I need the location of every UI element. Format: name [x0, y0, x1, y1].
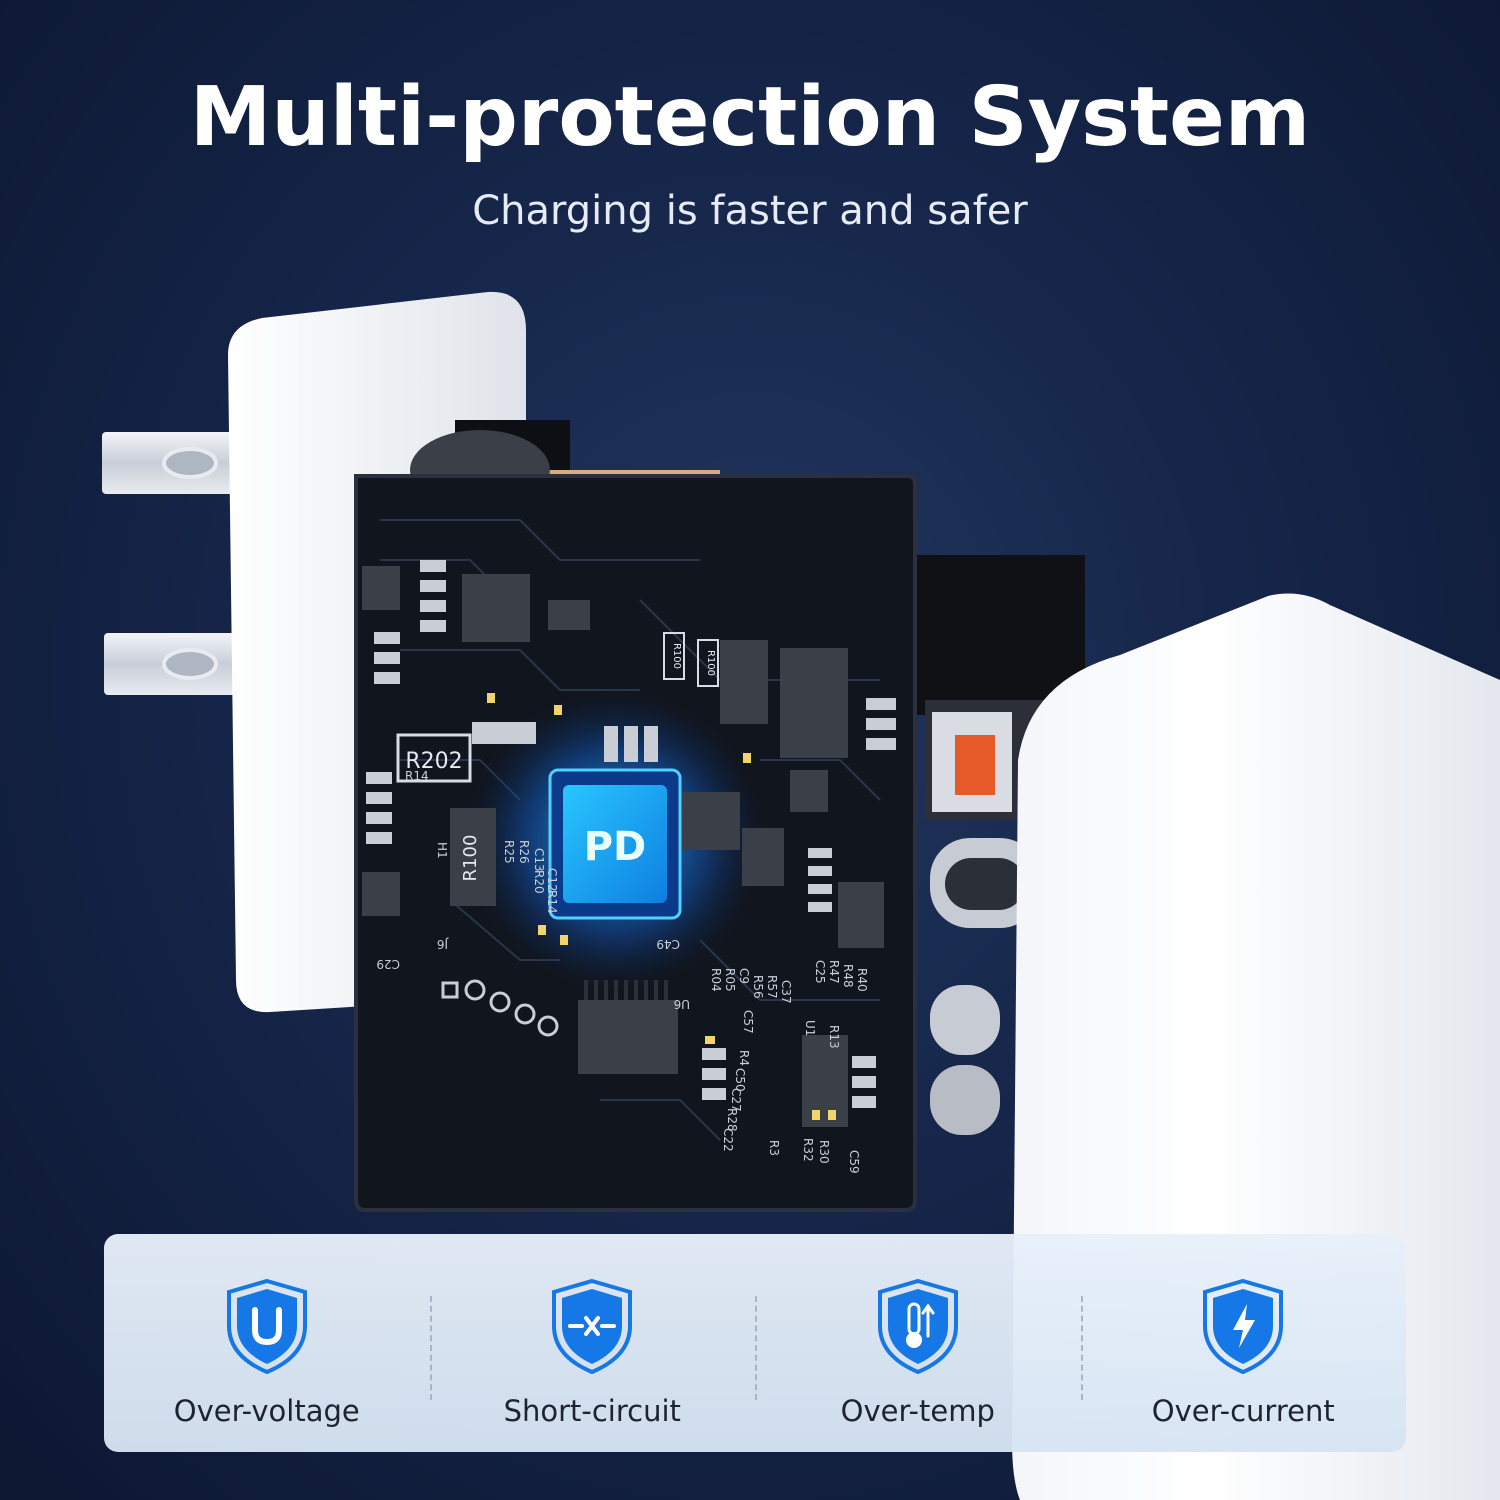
shield-u-icon [226, 1278, 307, 1374]
code-c22: C22 [721, 1128, 735, 1152]
code-c50: C50 [733, 1068, 747, 1092]
prong-top [102, 432, 252, 494]
code-r30: R30 [817, 1140, 831, 1164]
code-r56: R56 [751, 975, 765, 999]
code-r04: R04 [709, 968, 723, 992]
code-c49: C49 [656, 937, 680, 951]
code-r4: R4 [737, 1050, 751, 1066]
protection-features-panel: Over-voltage Short-circuit Over-temp Ove… [104, 1234, 1406, 1452]
resistor-label-r100-a: R100 [460, 835, 481, 882]
feature-over-current: Over-current [1080, 1234, 1407, 1452]
code-c12: C12 [545, 868, 559, 892]
code-r28: R28 [725, 1108, 739, 1132]
code-c59: C59 [847, 1150, 861, 1174]
code-c9: C9 [737, 968, 751, 984]
code-r20: R20 [532, 870, 546, 894]
code-r05: R05 [723, 968, 737, 992]
code-c13: C13 [532, 848, 546, 872]
code-r14b: R14 [405, 769, 429, 783]
resistor-label-r100-c: R100 [705, 650, 716, 676]
page-title: Multi-protection System [189, 70, 1311, 165]
code-u6: U6 [674, 997, 690, 1011]
feature-short-circuit: Short-circuit [429, 1234, 756, 1452]
code-r26: R26 [517, 840, 531, 864]
code-r40: R40 [855, 968, 869, 992]
feature-label: Over-temp [840, 1394, 995, 1428]
feature-label: Over-voltage [173, 1394, 360, 1428]
pd-chip-label: PD [584, 824, 647, 870]
code-c25: C25 [813, 960, 827, 984]
shield-bolt-icon [1203, 1278, 1284, 1374]
resistor-label-r202: R202 [405, 749, 462, 774]
feature-label: Short-circuit [503, 1394, 681, 1428]
feature-label: Over-current [1151, 1394, 1335, 1428]
code-c37: C37 [779, 980, 793, 1004]
code-c57: C57 [741, 1010, 755, 1034]
code-u1: U1 [803, 1020, 817, 1036]
code-r25: R25 [502, 840, 516, 864]
resistor-label-r100-b: R100 [671, 643, 682, 669]
code-c29: C29 [376, 957, 400, 971]
feature-over-temp: Over-temp [755, 1234, 1081, 1452]
feature-over-voltage: Over-voltage [104, 1234, 430, 1452]
code-r14: R14 [545, 890, 559, 914]
code-h1: H1 [435, 842, 449, 859]
code-r3: R3 [767, 1140, 781, 1156]
code-r32: R32 [801, 1138, 815, 1162]
code-r48: R48 [841, 964, 855, 988]
code-c27: C27 [729, 1088, 743, 1112]
code-j6: J6 [437, 937, 449, 951]
prong-bottom [104, 633, 254, 695]
code-r47: R47 [827, 960, 841, 984]
code-r13: R13 [827, 1025, 841, 1049]
shield-thermometer-icon [877, 1278, 958, 1374]
code-r57: R57 [765, 975, 779, 999]
page-subtitle: Charging is faster and safer [472, 188, 1028, 234]
shield-x-icon [552, 1278, 633, 1374]
